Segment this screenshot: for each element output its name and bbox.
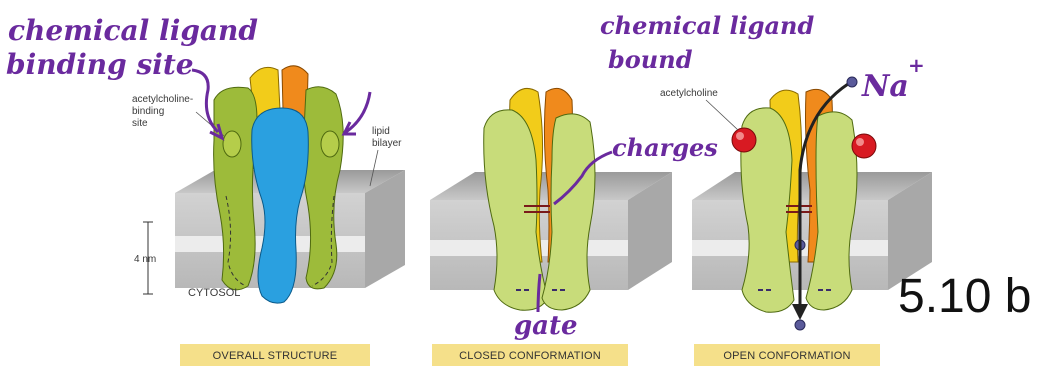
caption-overall: OVERALL STRUCTURE [213, 350, 338, 362]
panel-open-conformation: acetylcholine OPEN CONFORMATION [660, 84, 932, 366]
annotation-binding-site-2: binding site [6, 48, 194, 81]
ach-site-label-2: binding [132, 106, 164, 117]
lipid-label-2: bilayer [372, 138, 402, 149]
caption-closed: CLOSED CONFORMATION [459, 350, 601, 362]
annotation-binding-site-1: chemical ligand [8, 14, 258, 47]
figure-number: 5.10 b [898, 270, 1031, 323]
annotation-bound-2: bound [608, 45, 693, 74]
lipid-label-1: lipid [372, 126, 390, 137]
cytosol-label: CYTOSOL [188, 287, 240, 299]
annotation-sodium-charge: + [908, 53, 925, 77]
thickness-label: 4 nm [134, 254, 156, 265]
sodium-ion [847, 77, 857, 87]
acetylcholine-right [852, 134, 876, 158]
thickness-scale: 4 nm [134, 222, 156, 294]
acetylcholine-left [732, 128, 756, 152]
receptor-overall [214, 66, 344, 303]
caption-open: OPEN CONFORMATION [723, 350, 850, 362]
acetylcholine-label: acetylcholine [660, 88, 718, 99]
binding-site-right [321, 131, 339, 157]
ach-site-label-1: acetylcholine- [132, 94, 193, 105]
ach-site-label-3: site [132, 118, 148, 129]
annotation-gate: gate [514, 311, 578, 341]
annotation-charges: charges [612, 133, 718, 162]
ion-bottom [795, 320, 805, 330]
annotation-bound-1: chemical ligand [600, 11, 814, 40]
binding-site-left [223, 131, 241, 157]
annotation-sodium: Na [861, 69, 909, 104]
